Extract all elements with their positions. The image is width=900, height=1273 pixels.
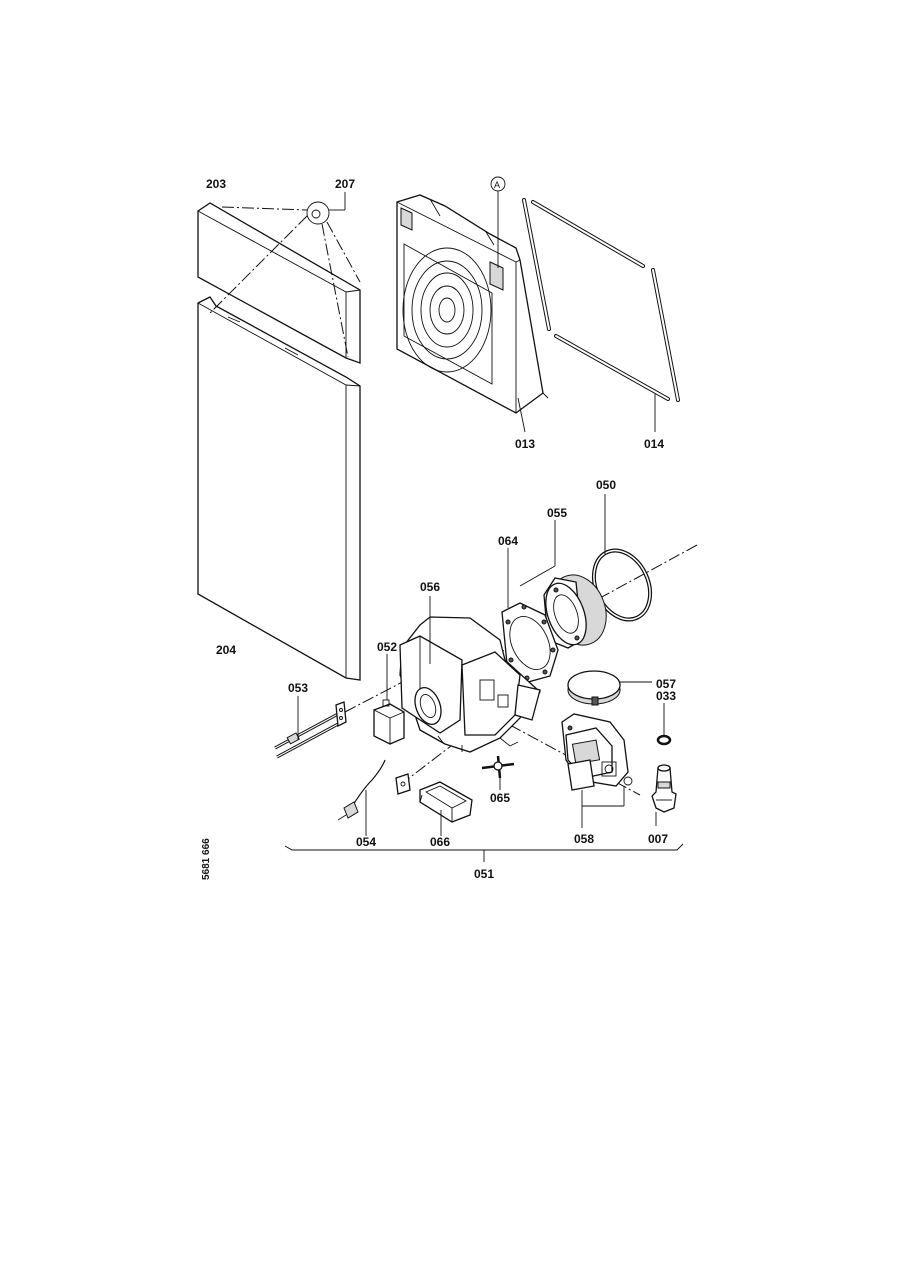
part-052-ignition-unit: [373, 654, 405, 745]
label-014: 014: [644, 437, 664, 451]
part-013-burner-housing: [396, 194, 549, 433]
label-065: 065: [490, 791, 510, 805]
bracket-051: [284, 843, 684, 862]
label-066: 066: [430, 835, 450, 849]
marker-a: [490, 176, 506, 268]
label-033: 033: [656, 689, 676, 703]
label-057: 057: [656, 677, 676, 691]
part-058-gas-valve: [561, 713, 633, 828]
part-055-burner-head: [519, 520, 607, 649]
label-207: 207: [335, 177, 355, 191]
label-054: 054: [356, 835, 376, 849]
part-054-ionisation-electrode: [337, 759, 411, 836]
label-055: 055: [547, 506, 567, 520]
label-007: 007: [648, 832, 668, 846]
part-053-electrodes: [274, 696, 347, 759]
label-058: 058: [574, 832, 594, 846]
label-052: 052: [377, 640, 397, 654]
part-066-drip-tray: [419, 781, 473, 836]
label-056: 056: [420, 580, 440, 594]
part-207-clip: [209, 192, 361, 358]
part-007-gas-connector: [651, 764, 677, 826]
label-053: 053: [288, 681, 308, 695]
part-033-o-ring: [656, 703, 672, 746]
part-065-connector: [481, 755, 515, 790]
label-064: 064: [498, 534, 518, 548]
part-056-fan-motor: [399, 596, 541, 753]
part-204-front-panel: [197, 296, 361, 681]
label-050: 050: [596, 478, 616, 492]
label-203: 203: [206, 177, 226, 191]
part-014-seal-strips: [522, 198, 680, 432]
part-064-flange-gasket: [501, 548, 559, 683]
drawing-number: 5681 666: [201, 838, 212, 880]
part-203-top-panel: [197, 202, 361, 364]
part-057-cover-cap: [567, 670, 652, 706]
part-labels: 203 207 A 013 014 050 055 064 056 052 20…: [206, 177, 676, 881]
label-204: 204: [216, 643, 236, 657]
label-a: A: [494, 180, 500, 190]
label-013: 013: [515, 437, 535, 451]
electrode-axis-line: [344, 677, 411, 713]
label-051: 051: [474, 867, 494, 881]
